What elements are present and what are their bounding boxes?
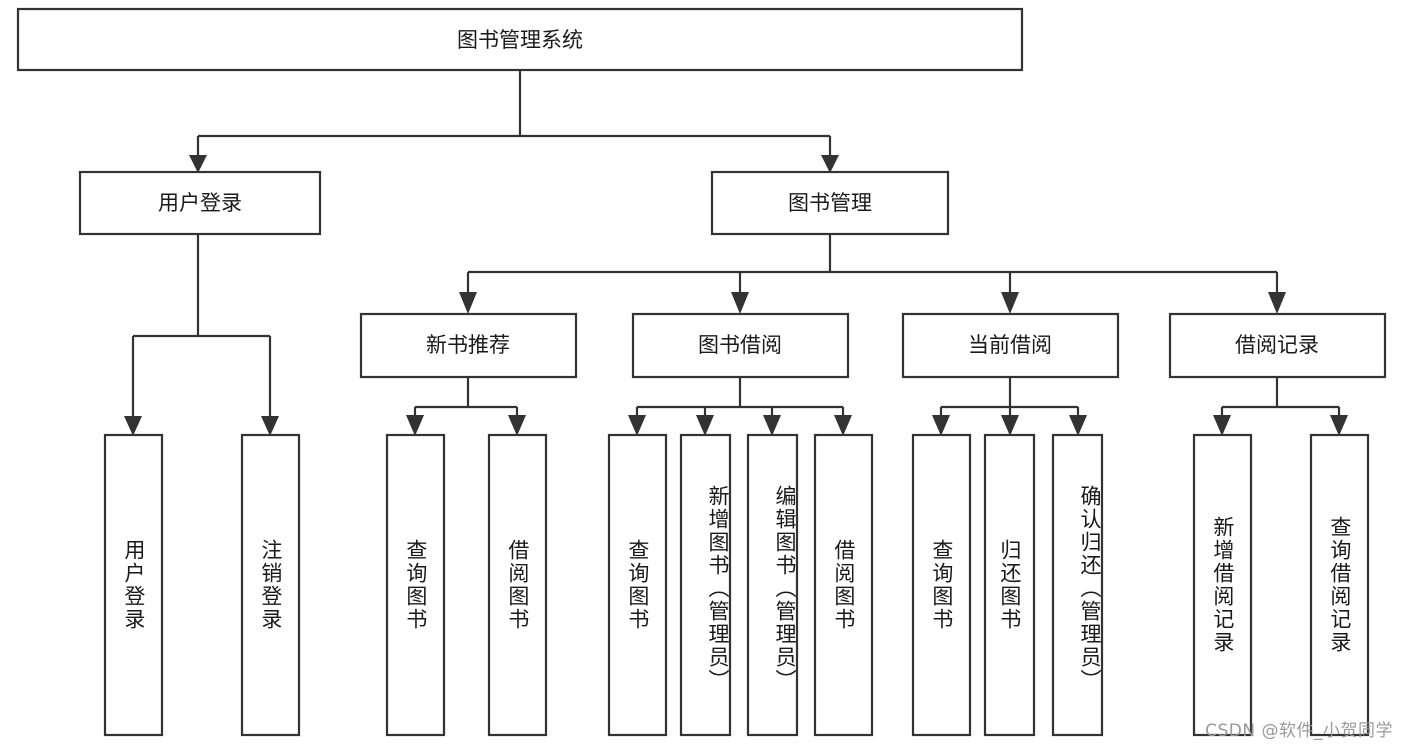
arrow-to-user-login — [189, 155, 207, 173]
edges-layer — [124, 70, 1348, 436]
arrow-leaf-query-record — [1330, 415, 1348, 436]
node-label-current-borrow: 当前借阅 — [968, 333, 1052, 357]
leaf-query-book-3-box[interactable] — [911, 433, 972, 737]
arrow-leaf-query-book-1 — [406, 415, 424, 436]
node-label-borrow-record: 借阅记录 — [1235, 333, 1319, 357]
arrow-leaf-edit-book — [763, 415, 781, 436]
leaf-borrow-book-1-box[interactable] — [487, 433, 548, 737]
node-borrow-record-box[interactable] — [1168, 312, 1387, 379]
arrow-to-book-mgmt — [821, 155, 839, 173]
node-root-box[interactable] — [16, 7, 1024, 72]
arrow-leaf-borrow-book-1 — [508, 415, 526, 436]
arrow-leaf-query-book-2 — [628, 415, 646, 436]
nodes-layer — [16, 7, 1387, 737]
arrow-to-book-borrow — [731, 292, 749, 314]
arrow-leaf-confirm-return — [1069, 415, 1087, 436]
arrow-leaf-add-book — [696, 415, 714, 436]
node-book-borrow-box[interactable] — [631, 312, 850, 379]
arrow-leaf-user-login — [124, 416, 142, 436]
node-user-login-box[interactable] — [78, 170, 322, 236]
arrow-leaf-query-book-3 — [932, 415, 950, 436]
horizontal-labels-layer: 图书管理系统 用户登录 图书管理 新书推荐 图书借阅 当前借阅 借阅记录 — [158, 28, 1319, 357]
leaf-borrow-book-2-box[interactable] — [813, 433, 874, 737]
leaf-logout-box[interactable] — [240, 433, 301, 737]
leaf-return-book-box[interactable] — [983, 433, 1036, 737]
arrow-leaf-add-record — [1213, 415, 1231, 436]
page-title: 图书管理系统 — [457, 28, 583, 52]
arrow-to-borrow-record — [1268, 292, 1286, 314]
node-label-user-login: 用户登录 — [158, 191, 242, 215]
node-book-management-box[interactable] — [710, 170, 950, 236]
node-label-new-book-rec: 新书推荐 — [426, 333, 510, 357]
arrow-to-current-borrow — [1001, 292, 1019, 314]
leaf-add-record-box[interactable] — [1192, 433, 1253, 737]
node-current-borrow-box[interactable] — [901, 312, 1120, 379]
leaf-query-record-box[interactable] — [1309, 433, 1370, 737]
node-label-book-borrow: 图书借阅 — [698, 333, 782, 357]
arrow-leaf-return-book — [1001, 415, 1019, 436]
arrow-to-new-book-rec — [459, 292, 477, 314]
node-label-book-management: 图书管理 — [788, 191, 872, 215]
leaf-edit-book-box[interactable] — [746, 433, 799, 737]
arrow-leaf-borrow-book-2 — [834, 415, 852, 436]
node-new-book-rec-box[interactable] — [359, 312, 578, 379]
csdn-watermark: CSDN @软件_小贺同学 — [1205, 721, 1393, 741]
leaf-user-login-box[interactable] — [103, 433, 164, 737]
leaf-query-book-1-box[interactable] — [385, 433, 446, 737]
arrow-leaf-logout — [261, 416, 279, 436]
leaf-query-book-2-box[interactable] — [607, 433, 668, 737]
leaf-add-book-box[interactable] — [679, 433, 732, 737]
leaf-confirm-return-box[interactable] — [1051, 433, 1104, 737]
